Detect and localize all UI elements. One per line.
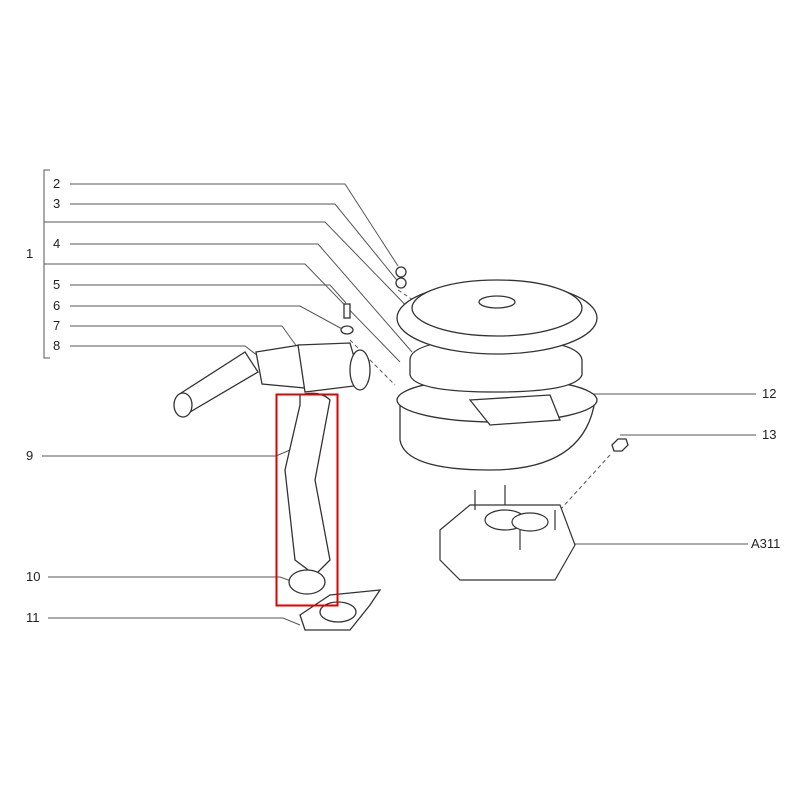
callout-5: 5 bbox=[53, 277, 61, 292]
callout-9: 9 bbox=[26, 448, 34, 463]
callout-13: 13 bbox=[762, 427, 777, 442]
leader-2 bbox=[70, 183, 399, 267]
callout-6: 6 bbox=[53, 298, 61, 313]
leader-4 bbox=[70, 243, 413, 353]
leader-11 bbox=[48, 617, 301, 626]
air-filter bbox=[396, 279, 598, 471]
dash-arrow-2 bbox=[349, 339, 396, 386]
callout-8: 8 bbox=[53, 338, 61, 353]
callout-2: 2 bbox=[53, 176, 61, 191]
leader-10 bbox=[48, 576, 295, 583]
leader-5 bbox=[70, 284, 347, 304]
leader-8 bbox=[70, 345, 259, 357]
intake-parts bbox=[173, 266, 629, 631]
callout-a311: A311 bbox=[751, 536, 781, 551]
highlight-box bbox=[275, 393, 339, 607]
callout-4: 4 bbox=[53, 236, 61, 251]
leader-3 bbox=[70, 203, 401, 285]
carburetor bbox=[439, 485, 576, 581]
leader-lines bbox=[42, 169, 756, 626]
leader-6 bbox=[70, 305, 345, 331]
callout-7: 7 bbox=[53, 318, 61, 333]
leader-1-sub bbox=[44, 221, 421, 321]
callout-1: 1 bbox=[26, 246, 34, 261]
callout-12: 12 bbox=[762, 386, 777, 401]
leader-extra bbox=[44, 263, 401, 363]
leader-9 bbox=[42, 449, 291, 457]
callout-10: 10 bbox=[26, 569, 41, 584]
callout-3: 3 bbox=[53, 196, 61, 211]
dash-arrow-3 bbox=[559, 454, 611, 511]
callout-11: 11 bbox=[26, 610, 40, 625]
